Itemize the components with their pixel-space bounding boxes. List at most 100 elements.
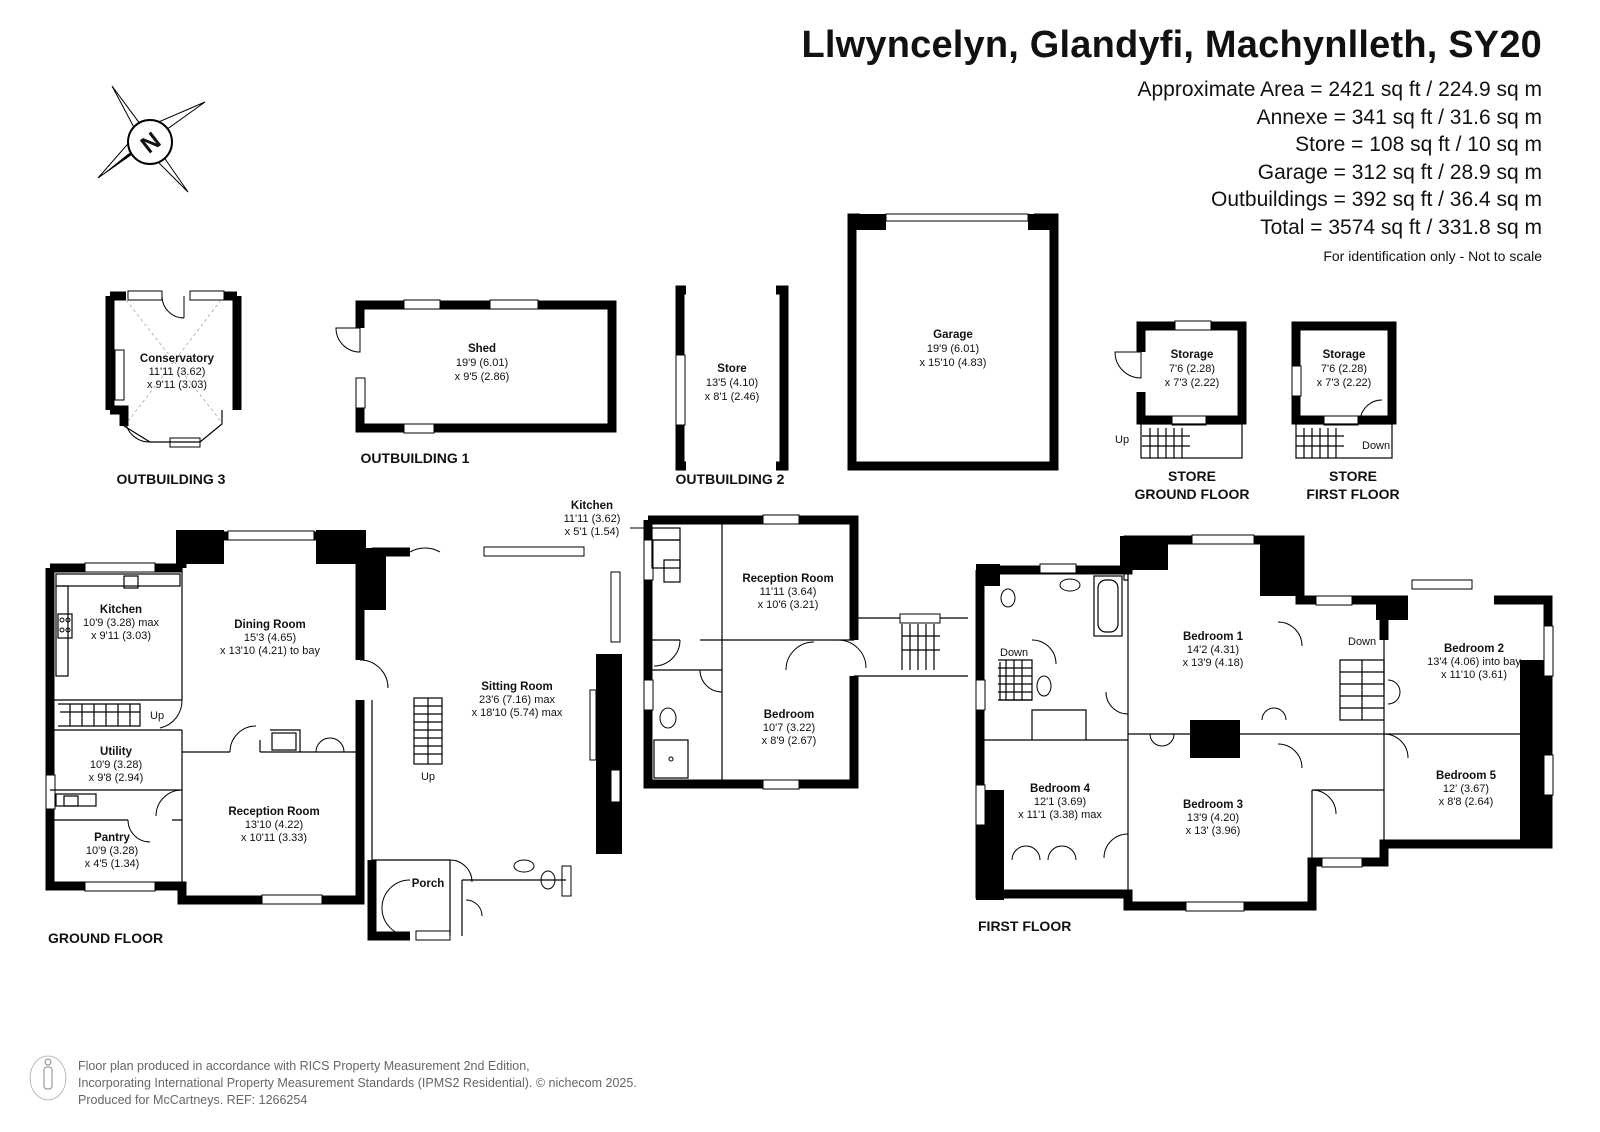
- room-dims-kitchen-1: 10'9 (3.28) max: [83, 617, 160, 629]
- room-name-bedroom-5: Bedroom 5: [1436, 770, 1497, 782]
- store-ground-floor: Up Storage 7'6 (2.28) x 7'3 (2.22): [1114, 320, 1247, 459]
- stair-label-down-store: Down: [1362, 440, 1390, 452]
- room-dims-bedroom-3-2: x 13' (3.96): [1186, 825, 1241, 837]
- identification-note: For identification only - Not to scale: [1323, 248, 1542, 264]
- room-dims-store-2: x 8'1 (2.46): [705, 391, 760, 403]
- room-name-shed: Shed: [468, 343, 496, 355]
- room-name-conservatory: Conservatory: [140, 353, 215, 365]
- garage: Garage 19'9 (6.01) x 15'10 (4.83): [847, 213, 1059, 471]
- area-summary: Approximate Area = 2421 sq ft / 224.9 sq…: [1138, 76, 1543, 241]
- room-dims-annexe-reception-1: 11'11 (3.64): [760, 586, 817, 598]
- room-dims-bedroom-2-1: 13'4 (4.06) into bay: [1427, 656, 1521, 668]
- room-dims-utility-1: 10'9 (3.28): [90, 759, 142, 771]
- store-first-floor: Down Storage 7'6 (2.28) x 7'3 (2.22): [1291, 321, 1397, 459]
- room-dims-pantry-2: x 4'5 (1.34): [85, 858, 140, 870]
- room-dims-bedroom-4-2: x 11'1 (3.38) max: [1018, 809, 1102, 821]
- room-name-bedroom-3: Bedroom 3: [1183, 799, 1243, 811]
- outbuilding-1-shed: Shed 19'9 (6.01) x 9'5 (2.86): [335, 299, 617, 434]
- room-name-annexe-kitchen: Kitchen: [571, 500, 613, 512]
- room-dims-annexe-kitchen-1: 11'11 (3.62): [564, 513, 621, 525]
- room-dims-storage-first-1: 7'6 (2.28): [1321, 363, 1367, 375]
- stair-label-down-first-left: Down: [1000, 647, 1028, 659]
- stair-label-down-first-right: Down: [1348, 636, 1376, 648]
- room-dims-annexe-reception-2: x 10'6 (3.21): [758, 599, 819, 611]
- room-name-reception-ground: Reception Room: [228, 806, 319, 818]
- room-dims-sitting-2: x 18'10 (5.74) max: [472, 707, 563, 719]
- person-scale-icon: [29, 1055, 67, 1101]
- room-name-porch: Porch: [412, 878, 445, 890]
- room-dims-bedroom-3-1: 13'9 (4.20): [1187, 812, 1239, 824]
- section-label-outbuilding-3: OUTBUILDING 3: [117, 471, 226, 487]
- room-dims-bedroom-5-1: 12' (3.67): [1443, 783, 1489, 795]
- room-dims-conservatory-2: x 9'11 (3.03): [147, 379, 207, 391]
- section-label-outbuilding-1: OUTBUILDING 1: [361, 450, 470, 466]
- room-name-utility: Utility: [100, 746, 133, 758]
- room-dims-shed-1: 19'9 (6.01): [456, 357, 508, 369]
- room-dims-bedroom-2-2: x 11'10 (3.61): [1441, 669, 1507, 681]
- ground-floor-plan: Up Up Kitchen 10'9 (3.28) max x 9'11 (3.…: [45, 530, 622, 941]
- stair-label-up-store: Up: [1115, 434, 1129, 446]
- room-name-annexe-bedroom: Bedroom: [764, 709, 814, 721]
- annexe-plan: Kitchen 11'11 (3.62) x 5'1 (1.54) Recept…: [564, 500, 968, 790]
- room-dims-dining-2: x 13'10 (4.21) to bay: [220, 645, 320, 657]
- section-label-store-first-2: FIRST FLOOR: [1306, 486, 1399, 502]
- room-dims-bedroom-5-2: x 8'8 (2.64): [1439, 796, 1494, 808]
- stair-label-up-ground-kitchen: Up: [150, 710, 164, 722]
- footer-line-1: Floor plan produced in accordance with R…: [78, 1059, 530, 1073]
- room-dims-bedroom-1-1: 14'2 (4.31): [1187, 644, 1239, 656]
- room-dims-annexe-bedroom-2: x 8'9 (2.67): [762, 735, 817, 747]
- room-dims-bedroom-4-1: 12'1 (3.69): [1034, 796, 1086, 808]
- room-name-bedroom-2: Bedroom 2: [1444, 643, 1504, 655]
- room-name-bedroom-4: Bedroom 4: [1030, 783, 1091, 795]
- room-dims-sitting-1: 23'6 (7.16) max: [479, 694, 556, 706]
- room-dims-conservatory-1: 11'11 (3.62): [149, 366, 206, 378]
- area-approximate: Approximate Area = 2421 sq ft / 224.9 sq…: [1137, 78, 1543, 101]
- outbuilding-2-store: Store 13'5 (4.10) x 8'1 (2.46): [675, 285, 789, 471]
- area-total: Total = 3574 sq ft / 331.8 sq m: [1260, 215, 1542, 239]
- room-name-annexe-reception: Reception Room: [742, 573, 833, 585]
- room-dims-annexe-bedroom-1: 10'7 (3.22): [763, 722, 815, 734]
- room-name-bedroom-1: Bedroom 1: [1183, 631, 1244, 643]
- area-annexe: Annexe = 341 sq ft / 31.6 sq m: [1256, 105, 1542, 129]
- room-dims-annexe-kitchen-2: x 5'1 (1.54): [565, 526, 620, 538]
- room-dims-shed-2: x 9'5 (2.86): [455, 371, 510, 383]
- room-dims-storage-ground-1: 7'6 (2.28): [1169, 363, 1215, 375]
- section-label-store-ground-1: STORE: [1168, 468, 1216, 484]
- room-name-pantry: Pantry: [94, 832, 130, 844]
- room-dims-pantry-1: 10'9 (3.28): [86, 845, 138, 857]
- room-dims-storage-ground-2: x 7'3 (2.22): [1165, 377, 1220, 389]
- room-dims-store-1: 13'5 (4.10): [706, 377, 758, 389]
- room-name-garage: Garage: [933, 329, 973, 341]
- room-dims-utility-2: x 9'8 (2.94): [89, 772, 144, 784]
- room-dims-dining-1: 15'3 (4.65): [244, 632, 296, 644]
- stair-label-up-ground-hall: Up: [421, 771, 435, 783]
- footer-credits: Floor plan produced in accordance with R…: [78, 1058, 637, 1109]
- room-dims-reception-ground-1: 13'10 (4.22): [245, 819, 303, 831]
- section-label-first-floor: FIRST FLOOR: [978, 918, 1071, 934]
- footer-line-2: Incorporating International Property Mea…: [78, 1076, 637, 1090]
- room-name-dining: Dining Room: [234, 619, 306, 631]
- room-dims-kitchen-2: x 9'11 (3.03): [91, 630, 151, 642]
- section-label-store-first-1: STORE: [1329, 468, 1377, 484]
- area-garage: Garage = 312 sq ft / 28.9 sq m: [1257, 160, 1542, 184]
- area-outbuildings: Outbuildings = 392 sq ft / 36.4 sq m: [1211, 188, 1542, 211]
- first-floor-plan: Down Down Bedroom 1 14'2 (4.31) x 13'9 (…: [975, 534, 1554, 912]
- room-name-kitchen: Kitchen: [100, 604, 142, 616]
- room-name-store: Store: [717, 363, 746, 375]
- room-dims-bedroom-1-2: x 13'9 (4.18): [1183, 657, 1244, 669]
- room-name-storage-ground: Storage: [1171, 349, 1214, 361]
- room-dims-garage-2: x 15'10 (4.83): [920, 357, 987, 369]
- room-dims-reception-ground-2: x 10'11 (3.33): [241, 832, 307, 844]
- room-name-sitting: Sitting Room: [481, 681, 553, 693]
- room-dims-storage-first-2: x 7'3 (2.22): [1317, 377, 1372, 389]
- property-address-title: Llwyncelyn, Glandyfi, Machynlleth, SY20: [801, 24, 1542, 66]
- room-dims-garage-1: 19'9 (6.01): [927, 343, 979, 355]
- section-label-store-ground-2: GROUND FLOOR: [1134, 486, 1249, 502]
- section-label-outbuilding-2: OUTBUILDING 2: [676, 471, 785, 487]
- section-label-ground-floor: GROUND FLOOR: [48, 930, 163, 946]
- outbuilding-3-conservatory: Conservatory 11'11 (3.62) x 9'11 (3.03): [105, 290, 242, 448]
- room-name-storage-first: Storage: [1323, 349, 1366, 361]
- area-store: Store = 108 sq ft / 10 sq m: [1295, 133, 1542, 156]
- compass-rose-icon: N: [97, 85, 206, 193]
